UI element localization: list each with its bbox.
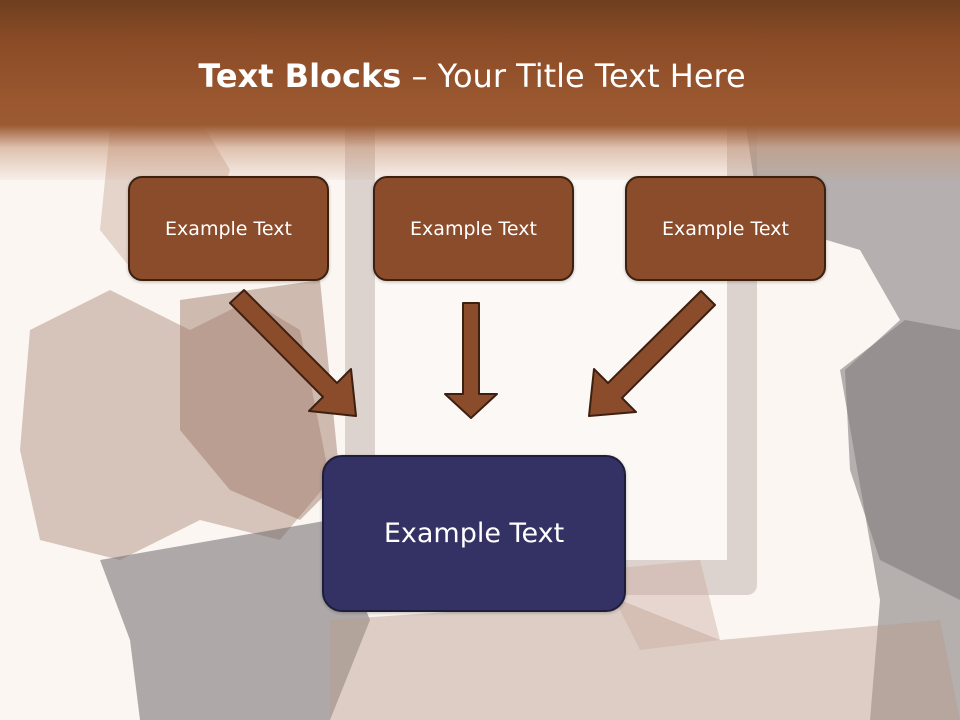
text-block-main[interactable]: Example Text <box>322 455 626 612</box>
text-block-left-label: Example Text <box>165 217 292 240</box>
text-block-middle[interactable]: Example Text <box>373 176 574 281</box>
slide-title: Text Blocks – Your Title Text Here <box>0 52 944 100</box>
arrow-down-icon <box>444 302 498 419</box>
title-bold-part: Text Blocks <box>198 57 402 95</box>
header-band <box>0 0 960 180</box>
text-block-right[interactable]: Example Text <box>625 176 826 281</box>
title-dash: – <box>401 57 438 95</box>
title-rest: Your Title Text Here <box>437 57 746 95</box>
text-block-left[interactable]: Example Text <box>128 176 329 281</box>
arrow-down-right-icon <box>229 289 357 417</box>
arrow-down-left-icon <box>588 290 716 417</box>
text-block-main-label: Example Text <box>383 518 565 549</box>
text-block-middle-label: Example Text <box>410 217 537 240</box>
text-block-right-label: Example Text <box>662 217 789 240</box>
